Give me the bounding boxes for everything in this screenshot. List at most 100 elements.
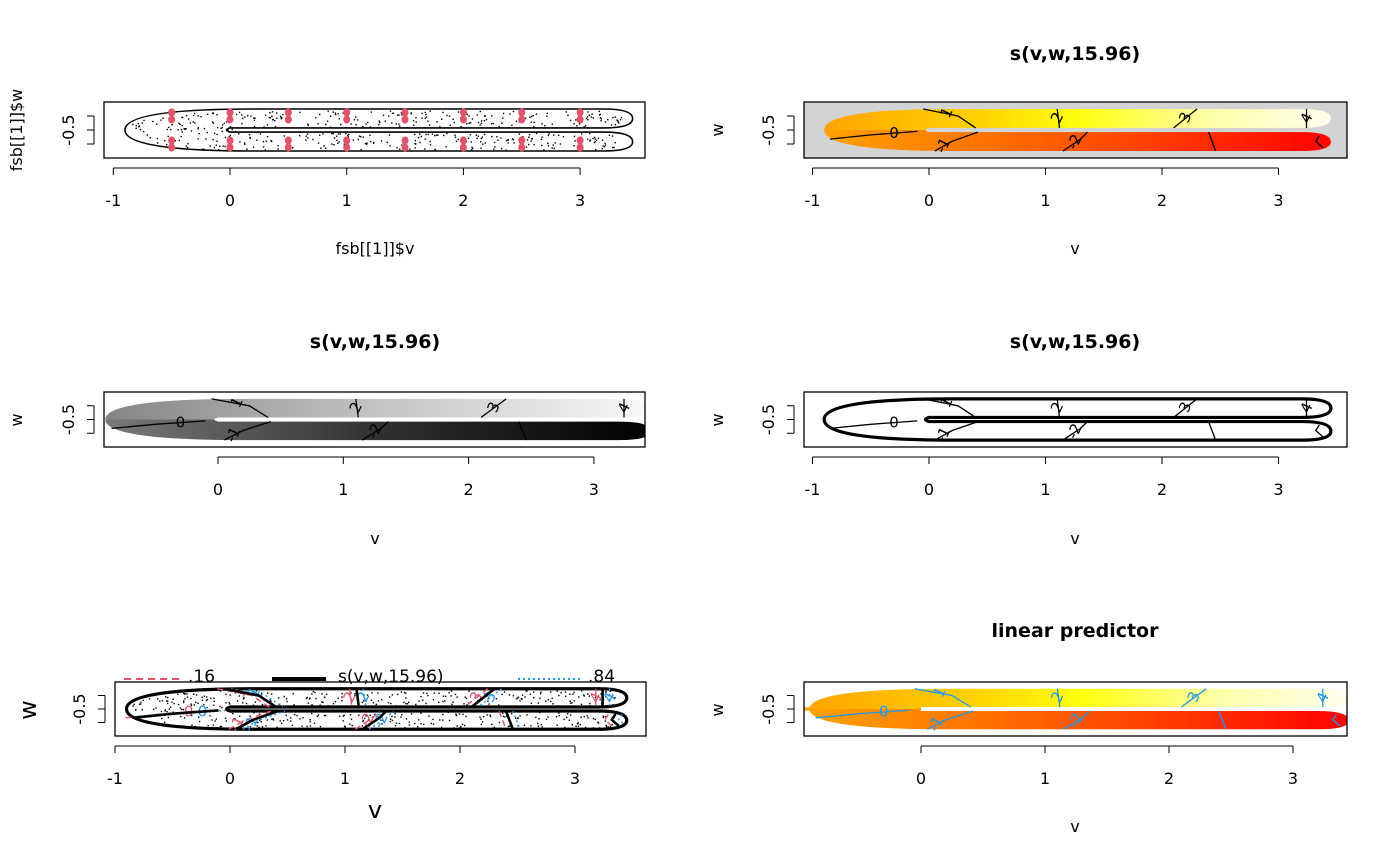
sample-point (403, 701, 405, 704)
knot-point (226, 115, 234, 124)
sample-point (466, 113, 468, 116)
sample-point (183, 701, 185, 704)
contour-line (1062, 421, 1088, 441)
sample-point (164, 710, 166, 712)
sample-point (302, 717, 304, 719)
sample-point (238, 111, 241, 114)
boundary-outline (126, 689, 626, 730)
sample-point (211, 121, 214, 123)
sample-point (242, 117, 244, 120)
sample-point (585, 125, 587, 127)
sample-point (307, 702, 310, 704)
sample-point (220, 725, 223, 728)
sample-point (335, 135, 338, 137)
sample-point (205, 699, 208, 702)
sample-point (529, 693, 532, 695)
sample-point (408, 701, 410, 704)
sample-point (397, 114, 399, 116)
sample-point (448, 692, 450, 694)
sample-point (605, 724, 607, 727)
sample-point (264, 149, 266, 151)
sample-point (213, 697, 215, 699)
sample-point (377, 692, 379, 694)
sample-point (178, 139, 180, 142)
sample-point (468, 122, 470, 124)
x-tick-label: 3 (1273, 191, 1283, 210)
sample-point (515, 698, 518, 700)
sample-point (244, 143, 246, 145)
sample-point (173, 702, 175, 705)
sample-point (369, 134, 371, 136)
sample-point (212, 724, 215, 726)
sample-point (541, 123, 543, 125)
sample-point (567, 712, 569, 715)
sample-point (279, 115, 282, 118)
sample-point (257, 721, 259, 724)
sample-point (309, 719, 311, 721)
sample-point (513, 142, 515, 144)
sample-point (259, 719, 261, 721)
sample-point (480, 696, 482, 698)
x-tick-label: 2 (464, 480, 474, 499)
sample-point (209, 145, 211, 147)
sample-point (593, 136, 596, 139)
sample-point (604, 715, 607, 718)
sample-point (594, 141, 596, 143)
sample-point (593, 141, 596, 144)
sample-point (352, 139, 355, 141)
sample-point (455, 713, 457, 715)
sample-point (493, 148, 495, 150)
sample-point (502, 712, 504, 714)
contour-line (470, 687, 496, 709)
knot-point (401, 143, 409, 152)
sample-point (197, 702, 199, 704)
sample-point (577, 723, 579, 725)
sample-point (391, 715, 393, 718)
sample-point (526, 714, 528, 716)
sample-point (325, 147, 327, 149)
sample-point (467, 137, 470, 140)
sample-point (456, 696, 458, 698)
sample-point (418, 700, 420, 702)
sample-point (444, 700, 446, 702)
sample-point (316, 715, 319, 717)
contour-line (217, 688, 270, 708)
sample-point (477, 135, 479, 137)
sample-point (190, 130, 193, 132)
sample-point (400, 716, 402, 718)
sample-point (221, 130, 223, 133)
sample-point (438, 692, 440, 694)
sample-point (573, 135, 576, 138)
sample-point (211, 719, 213, 721)
sample-point (307, 124, 309, 127)
sample-point (410, 112, 412, 114)
sample-point (595, 148, 597, 151)
sample-point (249, 136, 251, 139)
sample-point (578, 123, 581, 125)
sample-point (511, 138, 514, 140)
panel1-xlabel: fsb[[1]]$v (336, 239, 415, 258)
sample-point (406, 703, 409, 705)
sample-point (540, 691, 542, 693)
sample-point (424, 111, 426, 114)
sample-point (338, 118, 340, 120)
sample-point (512, 695, 514, 697)
sample-point (398, 123, 400, 125)
sample-point (600, 118, 602, 120)
sample-point (425, 113, 427, 116)
sample-point (394, 716, 396, 718)
sample-point (398, 125, 401, 127)
sample-point (516, 697, 519, 699)
sample-point (214, 720, 216, 722)
contour-line (603, 714, 613, 727)
knot-point (576, 108, 584, 117)
sample-point (471, 118, 474, 120)
contour-line (633, 424, 642, 438)
sample-point (569, 119, 572, 122)
contour-line (1207, 131, 1217, 152)
y-axis: -0.5 (70, 693, 106, 725)
sample-point (620, 116, 623, 119)
sample-point (452, 701, 454, 703)
